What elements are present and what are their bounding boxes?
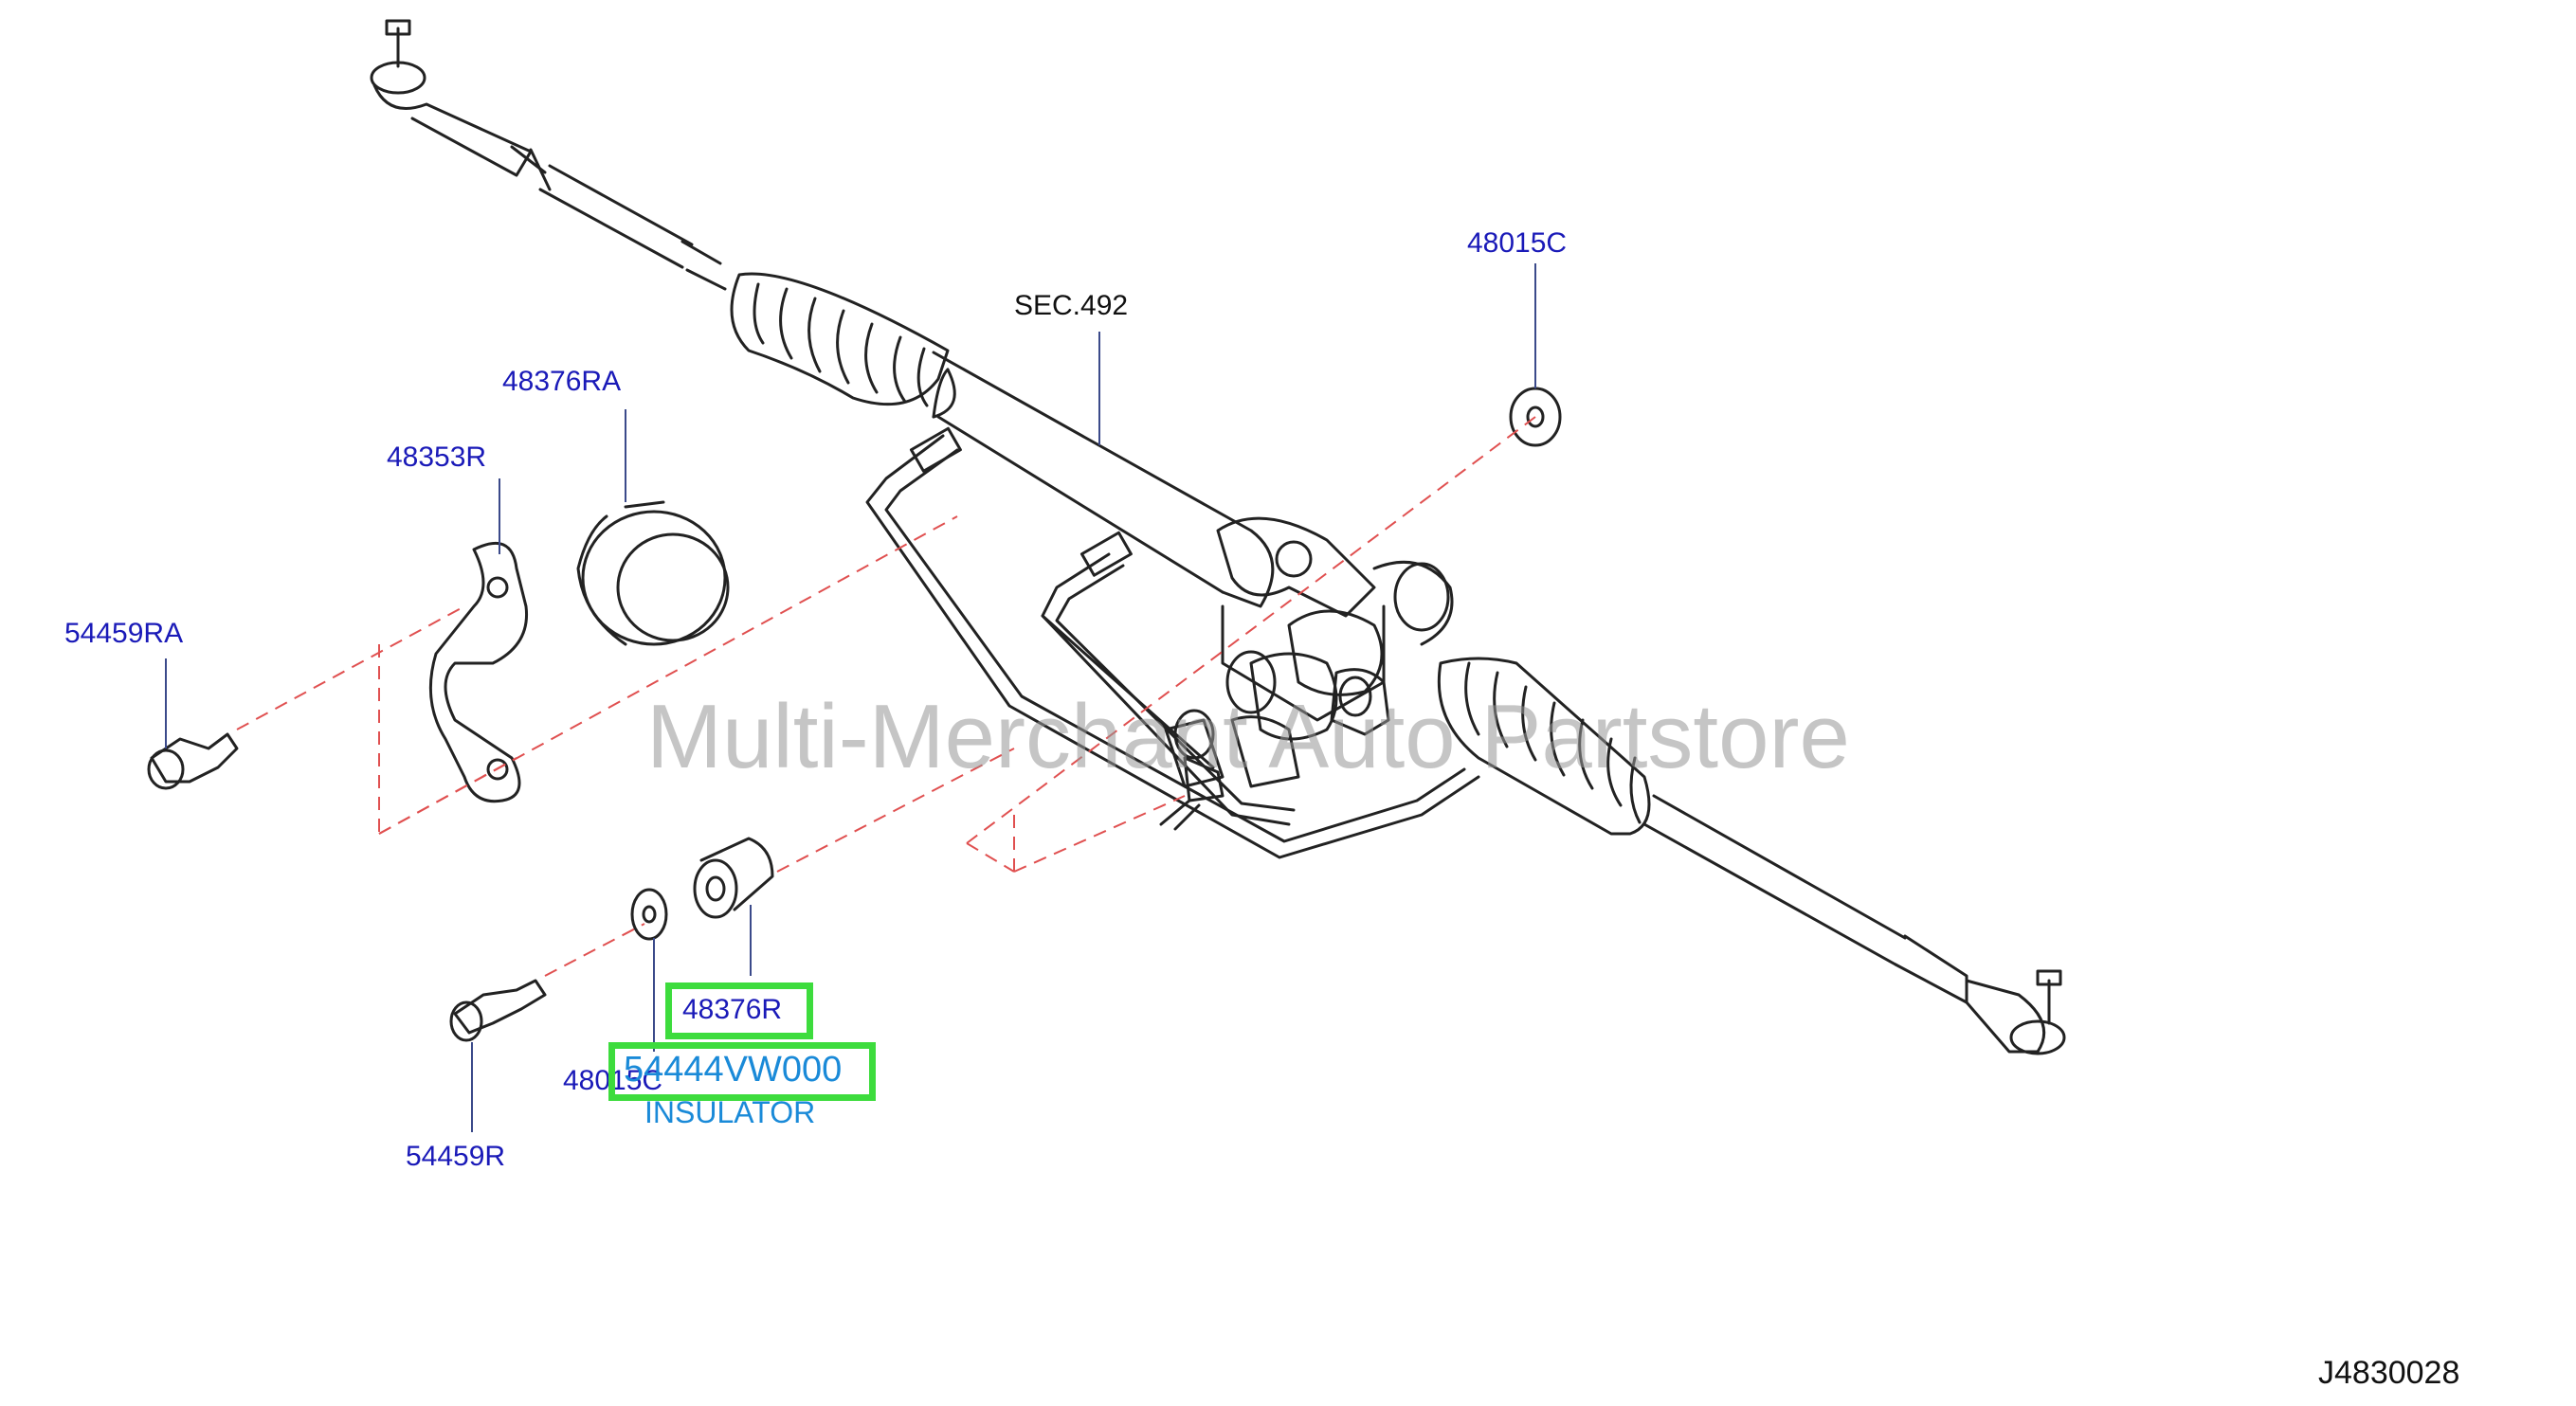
washer-48015C-top (1509, 387, 1562, 447)
insulator-48376R (693, 837, 774, 919)
left-tie-rod-end (370, 19, 727, 291)
gear-valve-body (1159, 516, 1454, 831)
rack-housing (932, 351, 1275, 608)
label-48376RA[interactable]: 48376RA (502, 366, 622, 397)
right-tie-rod (1642, 794, 2066, 1055)
diagram-code: J4830028 (2318, 1355, 2460, 1391)
highlight-48376R (665, 982, 813, 1039)
right-boot (1437, 657, 1651, 836)
label-48376R[interactable]: 48376R (682, 994, 783, 1025)
assembly-guide-lines (236, 416, 1536, 977)
label-54459RA[interactable]: 54459RA (64, 618, 184, 649)
bushing-48376RA (576, 500, 730, 646)
hydraulic-pipes (865, 426, 1480, 859)
leader-lines (165, 263, 1536, 1132)
label-48353R[interactable]: 48353R (387, 442, 487, 473)
label-54444VW000[interactable]: 54444VW000 (624, 1050, 843, 1090)
clamp-48353R (428, 541, 529, 803)
label-insulator: INSULATOR (644, 1095, 816, 1129)
bolt-54459RA (147, 732, 239, 790)
highlight-54444VW000 (608, 1042, 876, 1101)
bolt-54459R (449, 979, 547, 1042)
label-54459R[interactable]: 54459R (406, 1141, 506, 1172)
washer-48015C-bottom (630, 888, 668, 941)
label-48015C-top[interactable]: 48015C (1467, 227, 1568, 259)
left-boot (730, 272, 950, 407)
label-sec-492[interactable]: SEC.492 (1014, 290, 1129, 321)
watermark: Multi-Merchant Auto Partstore (646, 686, 1850, 787)
